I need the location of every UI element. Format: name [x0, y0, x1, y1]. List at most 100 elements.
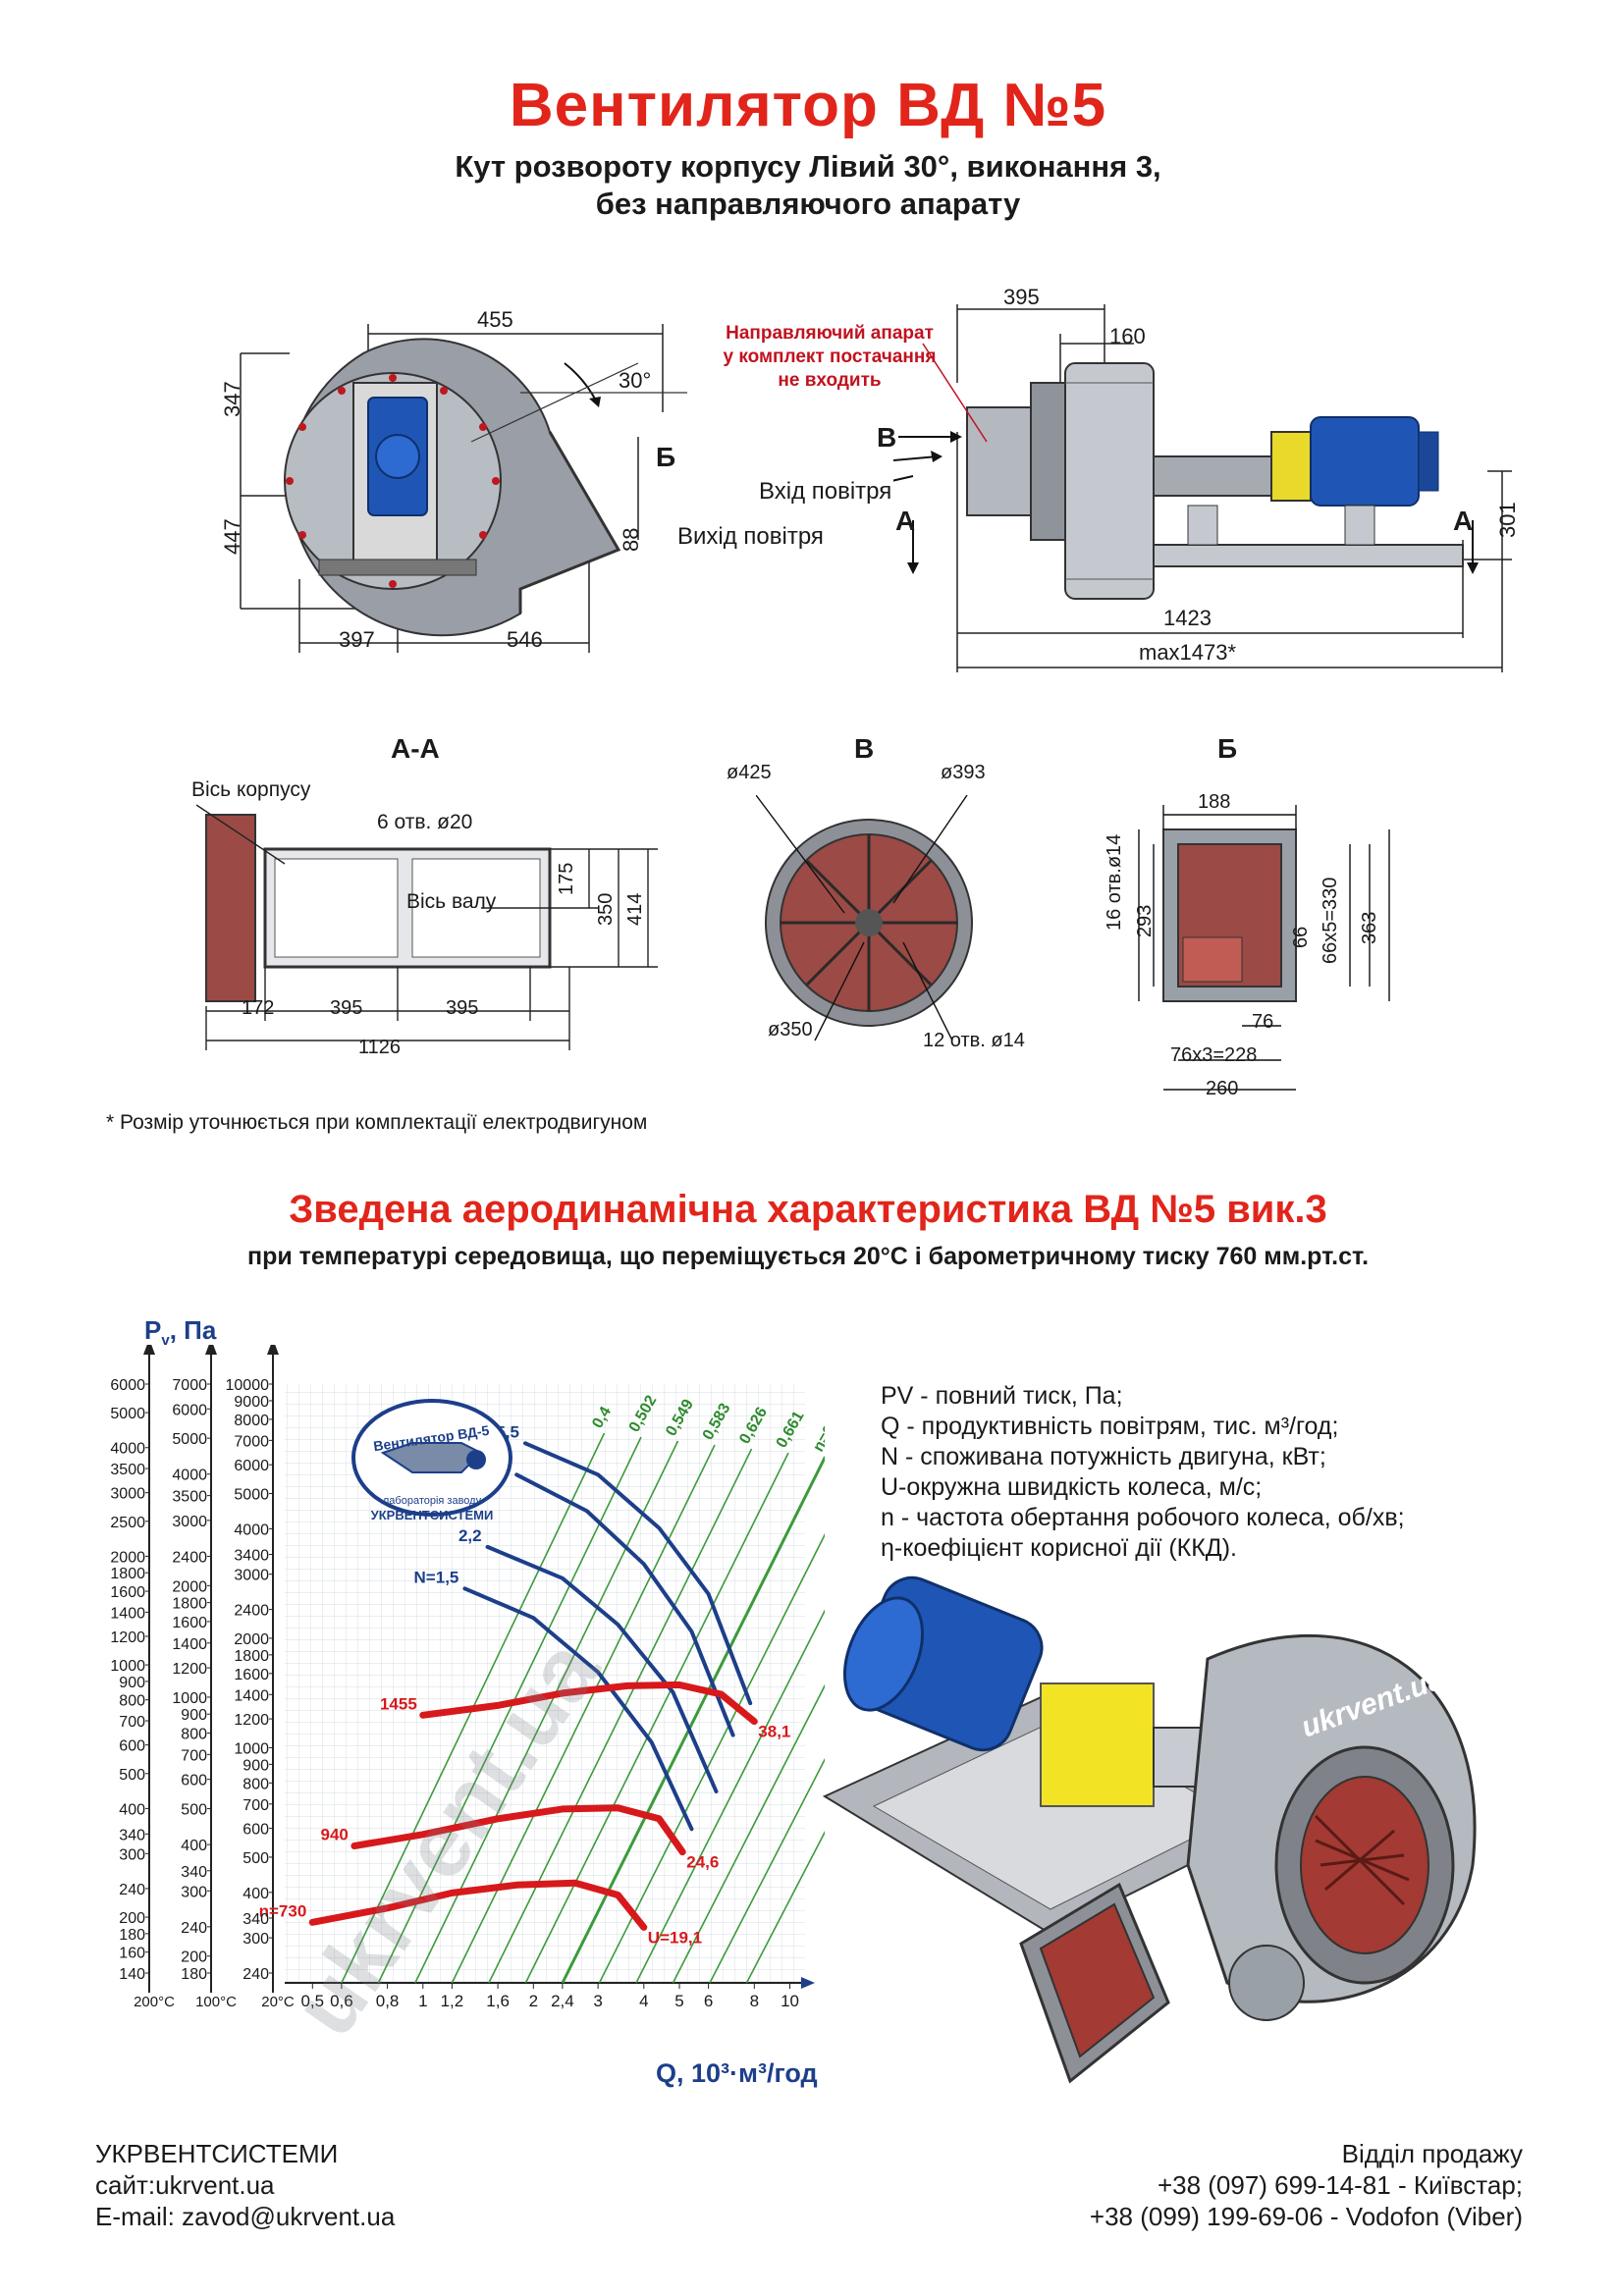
power-curve-label: 2,2: [458, 1526, 482, 1545]
y-tick-label: 600: [181, 1773, 207, 1789]
legend-n-rpm: n - частота обертання робочого колеса, о…: [881, 1504, 1405, 1531]
y-tick-label: 500: [119, 1767, 145, 1784]
y-axis-200-arrow: [143, 1345, 155, 1355]
x-tick-label: 2: [529, 1992, 538, 2010]
x-tick-label: 5: [674, 1992, 683, 2010]
x-tick-label: 6: [704, 1992, 713, 2010]
dim-16holes: 16 отв.ø14: [1104, 833, 1125, 931]
speed-curve-end-label: 38,1: [758, 1723, 790, 1741]
efficiency-line: [672, 1683, 825, 1984]
efficiency-line: [451, 1444, 716, 1984]
y-tick-label: 240: [181, 1920, 207, 1937]
y-tick-label: 900: [242, 1757, 269, 1774]
y-tick-label: 1600: [110, 1584, 145, 1601]
y-tick-label: 700: [242, 1797, 269, 1814]
x-temp-label: 200°С: [134, 1994, 175, 2010]
y-tick-label: 5000: [172, 1431, 207, 1448]
y-tick-label: 7000: [172, 1377, 207, 1394]
y-tick-label: 1800: [110, 1566, 145, 1582]
footer-phone-vodafone[interactable]: +38 (099) 199-69-06 - Vodofon (Viber): [1089, 2202, 1523, 2231]
x-tick-label: 0,8: [376, 1992, 400, 2010]
y-tick-label: 1200: [234, 1712, 269, 1729]
y-tick-label: 4000: [110, 1441, 145, 1458]
efficiency-label: η=0,669: [810, 1396, 825, 1455]
y-tick-label: 800: [242, 1776, 269, 1792]
dim-1126: 1126: [358, 1037, 402, 1058]
y-tick-label: 1600: [234, 1667, 269, 1683]
x-tick-label: 1: [418, 1992, 427, 2010]
speed-curve-label: 1455: [380, 1694, 417, 1713]
x-tick-label: 0,6: [330, 1992, 353, 2010]
efficiency-line: [598, 1532, 825, 1984]
dim-88: 88: [619, 527, 643, 552]
footer-right: Відділ продажу +38 (097) 699-14-81 - Киї…: [1090, 2138, 1523, 2232]
y-tick-label: 1000: [110, 1658, 145, 1675]
y-tick-label: 1400: [234, 1687, 269, 1704]
speed-curve-label: 940: [321, 1826, 349, 1844]
y-tick-label: 300: [242, 1931, 269, 1948]
y-tick-label: 1000: [172, 1690, 207, 1707]
dim-546: 546: [507, 627, 543, 652]
y-tick-label: 500: [242, 1850, 269, 1867]
y-tick-label: 340: [119, 1827, 145, 1843]
page-subtitle-line1: Кут розвороту корпусу Лівий 30°, виконан…: [455, 149, 1161, 184]
air-in-label: Вхід повітря: [759, 478, 892, 505]
dim-76x3: 76x3=228: [1170, 1044, 1258, 1066]
dim-350: 350: [595, 892, 617, 926]
dim-160: 160: [1109, 324, 1146, 348]
y-tick-label: 900: [181, 1707, 207, 1724]
y-tick-label: 1400: [110, 1605, 145, 1622]
y-tick-label: 500: [181, 1802, 207, 1819]
power-curve: [485, 1544, 719, 1793]
section-mark-b: Б: [656, 442, 676, 472]
y-tick-label: 6000: [110, 1377, 145, 1394]
efficiency-line: [377, 1436, 642, 1984]
footer-company: УКРВЕНТСИСТЕМИ: [95, 2139, 339, 2168]
y-tick-label: 3500: [110, 1462, 145, 1478]
y-tick-label: 300: [119, 1846, 145, 1863]
y-tick-label: 160: [119, 1946, 145, 1962]
y-tick-label: 10000: [226, 1377, 270, 1394]
section-aa-drawing: [196, 804, 658, 1050]
y-tick-label: 180: [119, 1927, 145, 1944]
y-tick-label: 180: [181, 1966, 207, 1983]
y-tick-label: 400: [181, 1838, 207, 1854]
x-temp-label: 100°С: [195, 1994, 237, 2010]
y-tick-label: 700: [119, 1714, 145, 1731]
dim-76: 76: [1252, 1011, 1274, 1033]
page-title: Вентилятор ВД №5: [509, 72, 1107, 139]
speed-curve-end-label: U=19,1: [648, 1928, 702, 1947]
y-tick-label: 1400: [172, 1636, 207, 1653]
x-tick-label: 0,5: [300, 1992, 324, 2010]
y-tick-label: 6000: [234, 1458, 269, 1474]
chart-x-axis-label: Q, 10³·м³/год: [656, 2058, 818, 2088]
y-tick-label: 6000: [172, 1402, 207, 1418]
dim-188: 188: [1198, 791, 1231, 813]
speed-curve: [419, 1681, 758, 1726]
y-tick-label: 1200: [110, 1629, 145, 1646]
note-line-1: Направляючий апарат: [726, 323, 934, 344]
front-view-drawing: [240, 324, 687, 653]
y-axis-100-arrow: [205, 1345, 217, 1355]
footer-site[interactable]: сайт:ukrvent.ua: [95, 2170, 275, 2200]
power-curve: [462, 1586, 694, 1832]
footer-phone-kyivstar[interactable]: +38 (097) 699-14-81 - Київстар;: [1157, 2170, 1523, 2200]
y-tick-label: 340: [242, 1911, 269, 1928]
y-tick-label: 240: [242, 1966, 269, 1983]
dim-455: 455: [477, 307, 513, 332]
fan-3d-render: ukrvent.ua: [822, 1575, 1477, 2084]
y-tick-label: 2000: [234, 1631, 269, 1648]
dim-293: 293: [1134, 904, 1156, 937]
aero-chart: 0,40,5020,5490,5830,6260,661η=0,6690,647…: [110, 1345, 825, 2052]
legend-u: U-окружна швидкість колеса, м/с;: [881, 1473, 1263, 1501]
dim-d425: ø425: [727, 762, 772, 783]
footer-email[interactable]: E-mail: zavod@ukrvent.ua: [95, 2202, 396, 2231]
dim-max1473: max1473*: [1139, 640, 1237, 665]
y-tick-label: 400: [242, 1886, 269, 1902]
legend-n: N - споживана потужність двигуна, кВт;: [881, 1443, 1326, 1470]
legend: PV - повний тиск, Па; Q - продуктивність…: [881, 1381, 1405, 1564]
dim-397: 397: [339, 627, 375, 652]
y-tick-label: 600: [242, 1822, 269, 1839]
